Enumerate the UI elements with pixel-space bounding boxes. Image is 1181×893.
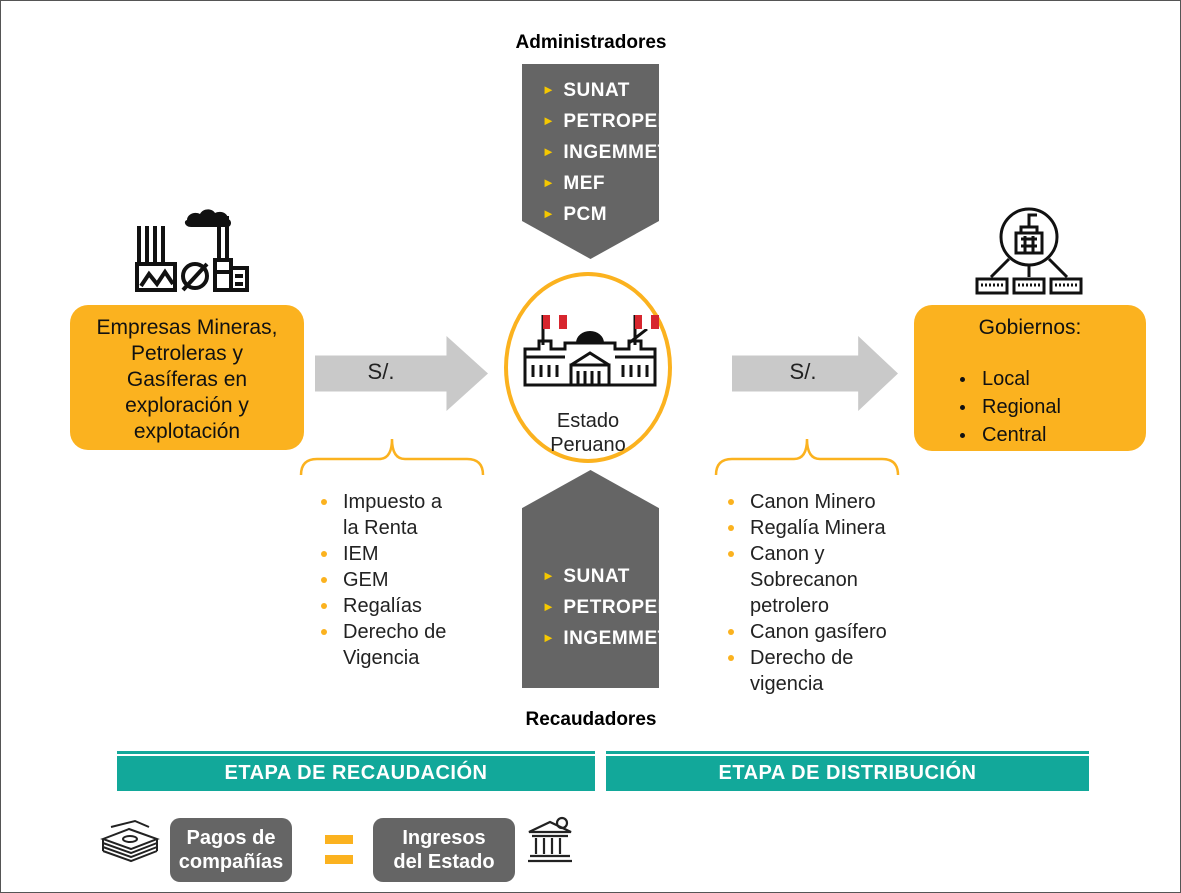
recaudadores-up-arrow — [522, 470, 659, 688]
government-network-icon — [975, 207, 1083, 295]
bank-icon — [528, 816, 572, 863]
empresas-line: exploración y — [125, 394, 249, 417]
money-stack-icon — [100, 819, 160, 863]
administradores-list: ►SUNAT ►PETROPERÚ ►INGEMMET ►MEF ►PCM — [542, 76, 686, 231]
recaudadores-heading: Recaudadores — [525, 709, 657, 730]
empresas-box: Empresas Mineras, Petroleras y Gasíferas… — [70, 305, 304, 450]
stage-bar-distribucion: ETAPA DE DISTRIBUCIÓN — [606, 751, 1089, 791]
gobiernos-box: Gobiernos: Local Regional Central — [914, 305, 1146, 451]
pagos-line: Pagos de — [186, 827, 276, 849]
stage-distribucion-label: ETAPA DE DISTRIBUCIÓN — [718, 762, 977, 784]
distribucion-item: Canon gasífero — [724, 619, 934, 645]
administrador-item: ►PCM — [542, 204, 608, 225]
pagos-companias-pill: Pagos de compañías — [170, 818, 292, 882]
parliament-icon — [523, 315, 659, 387]
administradores-heading: Administradores — [515, 32, 667, 53]
recaudadores-list: ►SUNAT ►PETROPERÚ ►INGEMMET — [542, 562, 686, 655]
gobiernos-title: Gobiernos: — [978, 316, 1082, 339]
distribucion-brace — [714, 438, 900, 476]
distribucion-item: Regalía Minera — [724, 515, 934, 541]
recaudacion-item: IEM — [317, 541, 507, 567]
stage-bar-recaudacion: ETAPA DE RECAUDACIÓN — [117, 751, 595, 791]
arrow-label-right: S/. — [789, 359, 817, 384]
equals-sign-bottom — [325, 855, 353, 864]
arrow-label-left: S/. — [367, 359, 395, 384]
ingresos-line: del Estado — [393, 851, 495, 873]
administrador-item: ►MEF — [542, 173, 605, 194]
recaudador-item: ►SUNAT — [542, 566, 630, 587]
administrador-item: ►PETROPERÚ — [542, 111, 687, 132]
factory-icon — [135, 209, 249, 292]
gobierno-item: Regional — [952, 393, 1146, 421]
empresas-line: Gasíferas en — [126, 368, 248, 391]
estado-line: Estado — [556, 410, 620, 432]
gobiernos-list: Local Regional Central — [952, 365, 1146, 449]
gobierno-item: Local — [952, 365, 1146, 393]
recaudacion-item: Regalías — [317, 593, 507, 619]
estado-line: Peruano — [550, 434, 626, 456]
estado-label: Estado Peruano — [538, 409, 638, 457]
gobierno-item: Central — [952, 421, 1146, 449]
stage-recaudacion-label: ETAPA DE RECAUDACIÓN — [224, 762, 488, 784]
ingresos-line: Ingresos — [402, 827, 486, 849]
ingresos-estado-pill: Ingresos del Estado — [373, 818, 515, 882]
recaudacion-brace — [299, 438, 485, 476]
administrador-item: ►SUNAT — [542, 80, 630, 101]
empresas-line: Petroleras y — [130, 342, 244, 365]
equals-sign-top — [325, 835, 353, 844]
administradores-down-arrow — [522, 64, 659, 259]
recaudacion-item: GEM — [317, 567, 507, 593]
empresas-line: Empresas Mineras, — [96, 316, 278, 339]
administrador-item: ►INGEMMET — [542, 142, 670, 163]
recaudador-item: ►PETROPERÚ — [542, 597, 687, 618]
empresas-line: explotación — [133, 420, 241, 443]
recaudador-item: ►INGEMMET — [542, 628, 670, 649]
pagos-line: compañías — [178, 851, 284, 873]
distribucion-item: Canon Minero — [724, 489, 934, 515]
